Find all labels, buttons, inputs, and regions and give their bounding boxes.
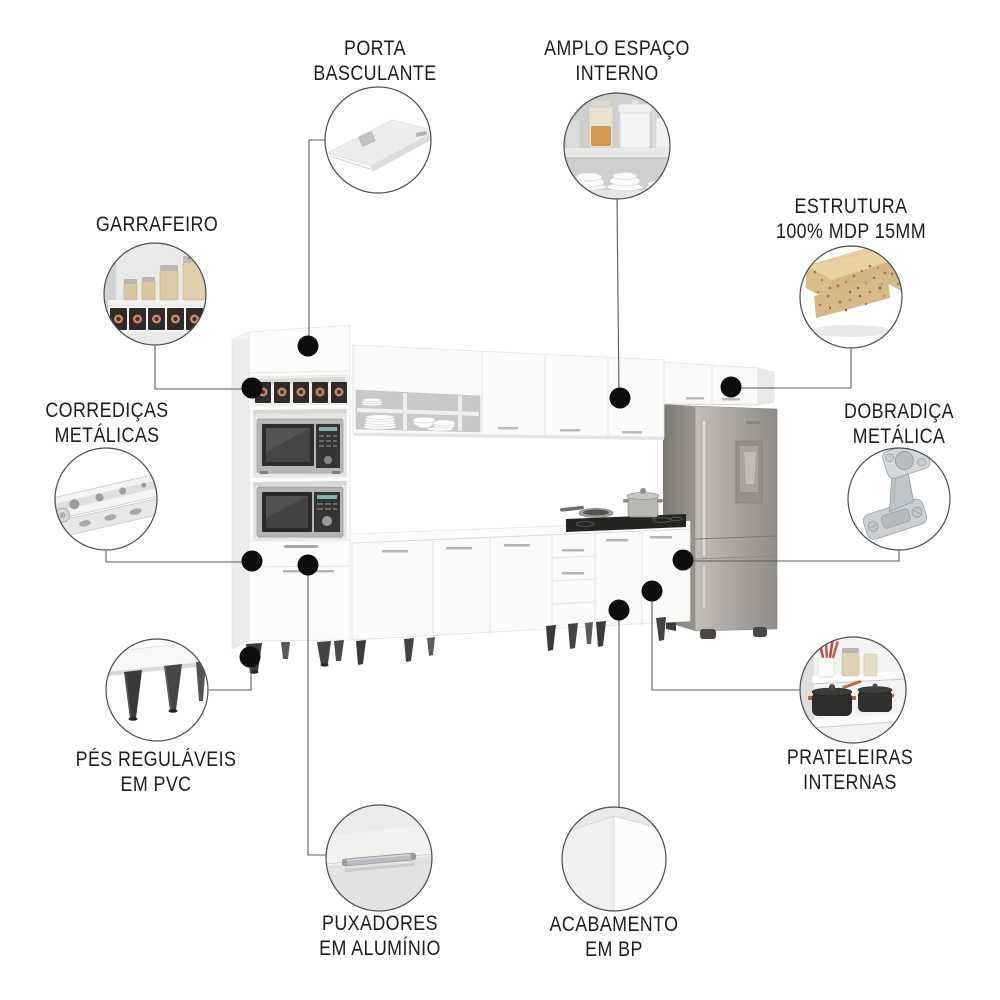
connector-amplo-espaco [616, 198, 620, 398]
wine-bottles-icon [110, 308, 203, 330]
porta-basculante-photo [325, 87, 431, 193]
connector-garrafeiro [154, 346, 251, 390]
open-shelf-dishes [355, 389, 481, 433]
pvc-feet-icon [124, 661, 206, 721]
label-puxadores: PUXADORES EM ALUMÍNIO [270, 911, 491, 961]
label-dobradica: DOBRADIÇA METÁLICA [789, 399, 1000, 449]
label-line: PRATELEIRAS [786, 746, 914, 769]
label-line: ESTRUTURA [794, 195, 908, 218]
microwave [253, 409, 347, 478]
dobradica-photo [848, 448, 950, 550]
base-cabinets [349, 520, 691, 665]
dot-pes [239, 646, 261, 668]
drawer-slide-icon [55, 473, 157, 538]
pes-photo [106, 639, 208, 741]
dot-dobradica [672, 549, 694, 571]
dot-estrutura [720, 376, 742, 398]
cabinet-feet [356, 617, 666, 665]
canisters-icon [123, 256, 206, 301]
canister-icon [617, 100, 653, 149]
built-in-oven [253, 481, 347, 540]
label-line: METÁLICAS [54, 424, 160, 447]
dot-prateleiras [641, 580, 663, 602]
estrutura-mdp-photo [800, 246, 902, 348]
label-line: BASCULANTE [313, 62, 437, 85]
label-line: AMPLO ESPAÇO [544, 37, 690, 60]
fridge-foot [753, 627, 767, 637]
label-line: PORTA [344, 37, 406, 60]
saucepan [623, 488, 663, 518]
label-line: INTERNO [575, 62, 659, 85]
hinge-icon [862, 448, 931, 540]
connector-dobradica [685, 551, 900, 562]
frying-pan [560, 505, 614, 518]
dot-porta-basculante [297, 335, 319, 357]
label-line: PUXADORES [322, 912, 438, 935]
door-handle [283, 570, 306, 573]
callout-lines [105, 139, 900, 856]
bottle-rack [252, 374, 348, 407]
connector-pes [209, 658, 252, 691]
callout-dots [239, 335, 742, 668]
wall-cabinets [352, 344, 665, 440]
label-line: CORREDIÇAS [45, 399, 169, 422]
puxadores-photo [326, 805, 432, 911]
cabinet-feet [246, 640, 344, 674]
prateleiras-photo [800, 637, 906, 743]
fridge-foot [700, 629, 716, 639]
dot-acabamento [608, 599, 630, 621]
over-fridge-cabinet [663, 361, 775, 406]
label-porta-basculante: PORTA BASCULANTE [265, 36, 486, 86]
acabamento-photo [562, 807, 666, 911]
garrafeiro-photo [104, 243, 206, 345]
woodchip-speckles [813, 264, 900, 314]
fridge-handle [701, 419, 707, 558]
label-amplo-espaco: AMPLO ESPAÇO INTERNO [507, 36, 728, 86]
flip-door-hinge-icon [358, 131, 376, 147]
connector-prateleiras [651, 592, 800, 691]
label-estrutura: ESTRUTURA 100% MDP 15MM [741, 194, 962, 244]
tall-cabinet [231, 324, 351, 674]
label-line: ACABAMENTO [549, 913, 679, 936]
kitchen-illustration [231, 324, 778, 674]
label-line: GARRAFEIRO [95, 213, 219, 236]
dot-amplo-espaco [609, 387, 631, 409]
label-prateleiras: PRATELEIRAS INTERNAS [740, 745, 961, 795]
label-line: EM ALUMÍNIO [319, 937, 441, 960]
dot-garrafeiro [241, 377, 263, 399]
flip-door-seam [248, 370, 351, 374]
amplo-espaco-photo [564, 93, 670, 199]
connector-estrutura [732, 349, 852, 389]
drawer-handle [284, 545, 318, 548]
label-line: 100% MDP 15MM [775, 220, 927, 243]
corredicas-photo [55, 448, 157, 550]
callout-circles [54, 86, 951, 912]
connector-porta-basculante [308, 139, 327, 346]
door-handle [311, 570, 334, 573]
label-line: DOBRADIÇA [844, 400, 954, 423]
aluminum-handle-icon [341, 852, 417, 873]
label-corredicas: CORREDIÇAS METÁLICAS [0, 398, 218, 448]
pots-icon [808, 680, 894, 716]
label-pes: PÉS REGULÁVEIS EM PVC [46, 747, 267, 797]
dot-corredicas [241, 550, 263, 572]
label-acabamento: ACABAMENTO EM BP [504, 912, 725, 962]
label-line: PÉS REGULÁVEIS [75, 748, 237, 771]
connector-corredicas [105, 551, 251, 563]
label-garrafeiro: GARRAFEIRO [47, 212, 268, 237]
glass-jar-icon [588, 99, 614, 149]
label-line: METÁLICA [852, 425, 946, 448]
door-handles [382, 536, 672, 575]
connector-puxadores [307, 566, 327, 856]
dot-puxadores [297, 554, 319, 576]
utensil-cup-icon [817, 637, 840, 678]
label-line: EM BP [585, 938, 643, 961]
label-line: INTERNAS [803, 771, 897, 794]
cooktop [560, 488, 686, 532]
label-line: EM PVC [120, 773, 192, 796]
